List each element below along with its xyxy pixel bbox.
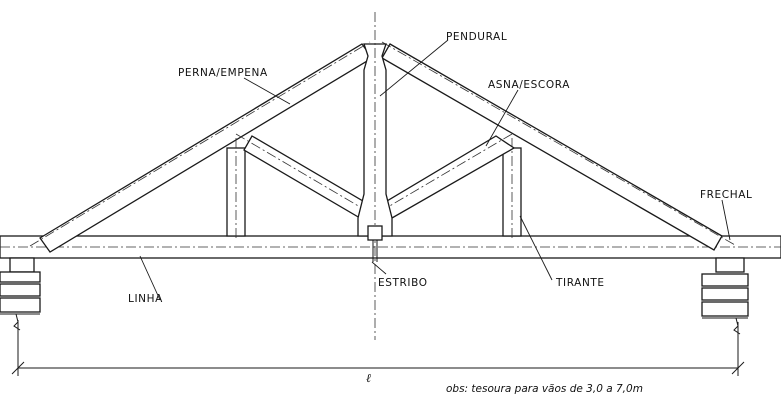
label-estribo: ESTRIBO: [378, 277, 428, 289]
right-support: [701, 257, 749, 335]
left-support: [0, 257, 41, 331]
label-asna-escora: ASNA/ESCORA: [488, 79, 570, 91]
label-pendural: PENDURAL: [446, 31, 507, 43]
span-symbol: ℓ: [366, 371, 371, 385]
label-tirante: TIRANTE: [555, 277, 605, 289]
label-linha: LINHA: [128, 293, 163, 305]
king-post: [357, 12, 393, 340]
leader-lines: [139, 39, 731, 301]
right-rafter: [381, 41, 736, 251]
right-strut: [375, 133, 516, 219]
note-span-range: obs: tesoura para vãos de 3,0 a 7,0m: [446, 383, 643, 395]
left-vertical-tie: [226, 138, 246, 240]
label-frechal: FRECHAL: [700, 189, 752, 201]
label-perna-empena: PERNA/EMPENA: [178, 67, 268, 79]
span-dimension: ℓ: [11, 320, 745, 385]
linha-beam: [0, 235, 781, 259]
left-strut: [235, 133, 373, 219]
